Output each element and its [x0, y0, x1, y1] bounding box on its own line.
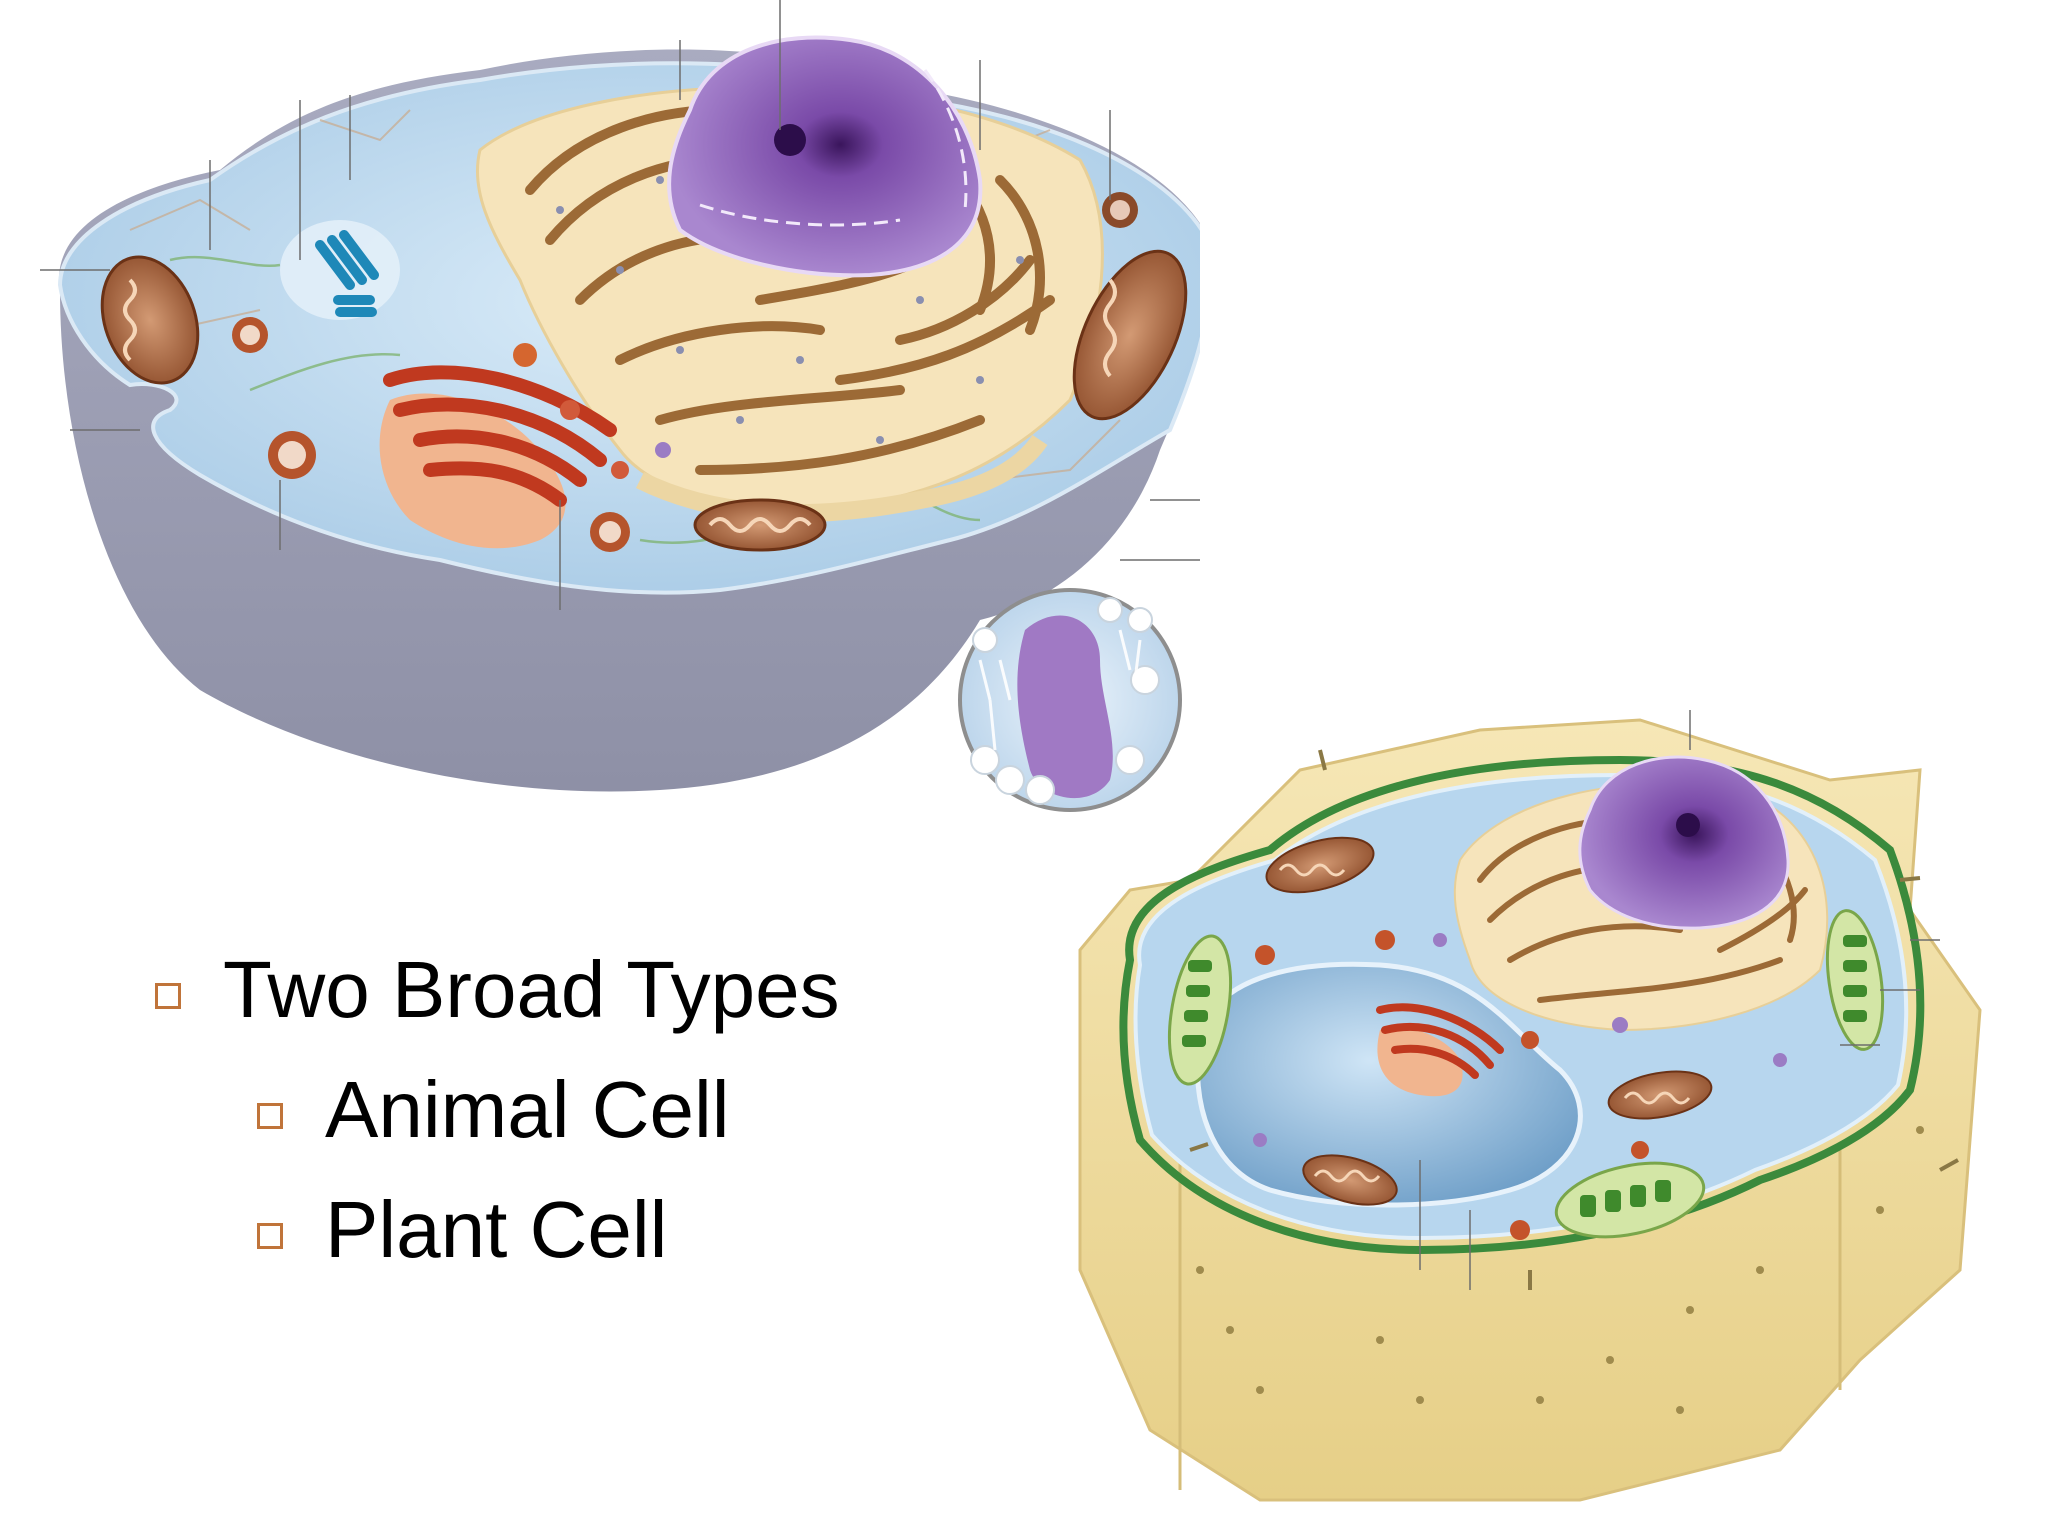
bullet-text: Animal Cell [325, 1065, 730, 1154]
bullet-marker [155, 983, 181, 1009]
mitochondria [100, 192, 1188, 552]
bullet-marker [257, 1103, 283, 1129]
bullet-item: Two Broad Types [155, 930, 1055, 1050]
mitochondrion [1265, 836, 1375, 894]
vesicle [1773, 1053, 1787, 1067]
chloroplast [1825, 909, 1885, 1051]
sub-bullet-item: Plant Cell [155, 1170, 1055, 1290]
mitochondrion [1607, 1070, 1713, 1120]
membrane-zoom-inset [958, 588, 1182, 812]
label-leader-lines [1419, 710, 1940, 1290]
plant-cell-illustration [1078, 710, 1982, 1502]
centrosome [280, 220, 400, 320]
animal-cell-illustration [40, 0, 1200, 812]
mitochondrion [693, 498, 827, 552]
nucleus [1578, 755, 1790, 930]
peroxisome [1375, 930, 1395, 950]
mitochondrion [1302, 1154, 1398, 1206]
central-vacuole [1195, 961, 1583, 1208]
golgi-apparatus [379, 365, 629, 549]
vesicle [513, 343, 537, 367]
chloroplast [1554, 1161, 1706, 1239]
bullet-text: Two Broad Types [223, 945, 840, 1034]
vesicle [1612, 1017, 1628, 1033]
plasmodesmata [1189, 749, 1959, 1290]
vesicle [1253, 1133, 1267, 1147]
vesicle [655, 442, 671, 458]
nucleus [667, 35, 983, 278]
chloroplast [1168, 934, 1232, 1086]
sub-bullet-item: Animal Cell [155, 1050, 1055, 1170]
lysosome [590, 512, 630, 552]
chloroplasts [1168, 909, 1885, 1239]
peroxisome [1255, 945, 1275, 965]
golgi-apparatus [1376, 1003, 1504, 1097]
peroxisome [1631, 1141, 1649, 1159]
peroxisome [1102, 192, 1138, 228]
peroxisome [1521, 1031, 1539, 1049]
bullet-marker [257, 1223, 283, 1249]
mitochondria [1253, 836, 1787, 1240]
label-leader-lines [40, 0, 1200, 610]
nucleolus [774, 124, 806, 156]
nucleolus [1676, 813, 1700, 837]
middle-lamella [1119, 755, 1925, 1255]
lysosome [268, 431, 316, 479]
mitochondrion [1072, 249, 1188, 421]
peroxisome [1510, 1220, 1530, 1240]
lysosome [232, 317, 268, 353]
bullet-list: Two Broad Types Animal Cell Plant Cell [155, 930, 1055, 1290]
bullet-text: Plant Cell [325, 1185, 668, 1274]
vesicle [1433, 933, 1447, 947]
mitochondrion [100, 255, 200, 385]
